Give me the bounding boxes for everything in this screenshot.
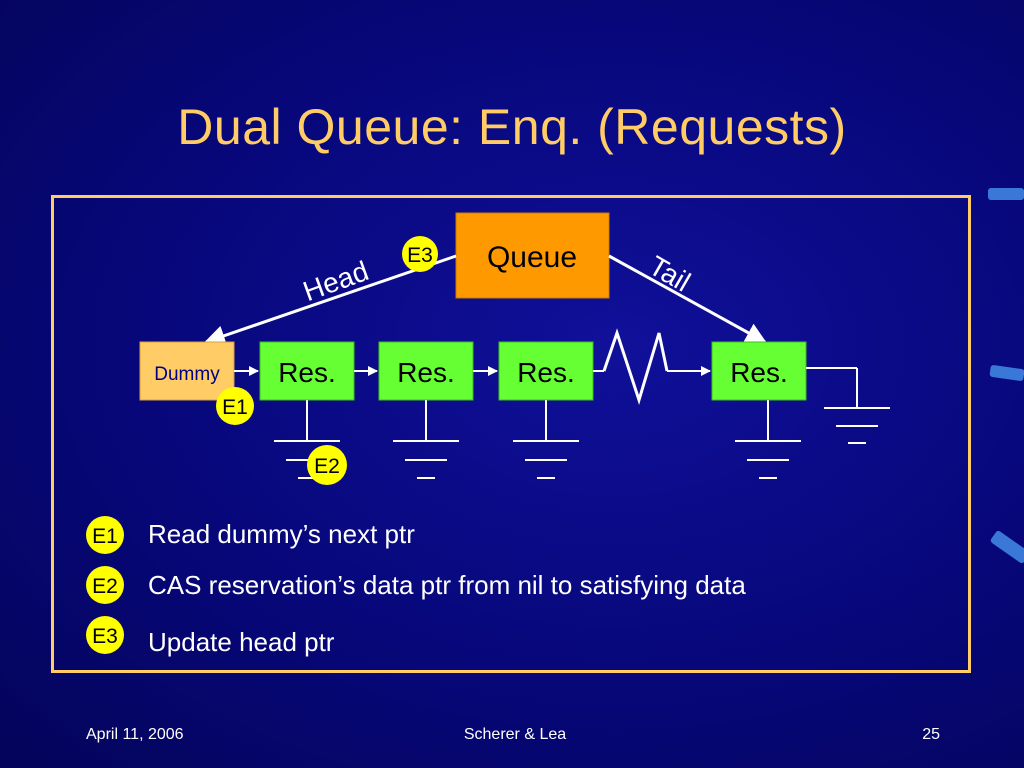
tail-label: Tail [644,250,696,298]
dummy-node [139,341,235,401]
res-label: Res. [278,357,336,388]
res-label: Res. [397,357,455,388]
decorative-stripe [988,188,1024,200]
legend-badge-e3-label: E3 [92,625,118,648]
slide-title: Dual Queue: Enq. (Requests) [177,99,847,155]
null-terminator-ground [806,367,890,444]
legend-badge-e2 [86,566,124,604]
legend-step-e3-text: Update head ptr [148,627,335,657]
legend-badge-e1 [86,516,124,554]
step-badge-e3-label: E3 [407,244,433,267]
head-label: Head [299,255,373,307]
legend-badge-e1-label: E1 [92,525,118,548]
diagram-panel [51,195,971,673]
legend-step-e1-text: Read dummy’s next ptr [148,519,415,549]
queue-box [455,212,610,299]
ground-symbol [393,400,459,479]
footer-date: April 11, 2006 [86,726,184,743]
step-badge-e1-label: E1 [222,396,248,419]
res-label: Res. [517,357,575,388]
dummy-label: Dummy [154,364,220,385]
step-badge-e3 [402,236,438,272]
tail-pointer-arrow [608,254,767,344]
legend-badge-e2-label: E2 [92,575,118,598]
step-badge-e2 [307,445,347,485]
footer-authors: Scherer & Lea [463,726,567,743]
ground-symbol [513,400,579,479]
footer-page-number: 25 [922,726,940,743]
res-node [711,341,807,401]
step-badge-e2-label: E2 [314,455,340,478]
queue-label: Queue [487,241,577,274]
legend-step-e2-text: CAS reservation’s data ptr from nil to s… [148,570,746,600]
ground-symbol [735,400,801,479]
step-badge-e1 [216,387,254,425]
legend-badge-e3 [86,616,124,654]
elided-nodes-zigzag [602,328,669,406]
res-label: Res. [730,357,788,388]
